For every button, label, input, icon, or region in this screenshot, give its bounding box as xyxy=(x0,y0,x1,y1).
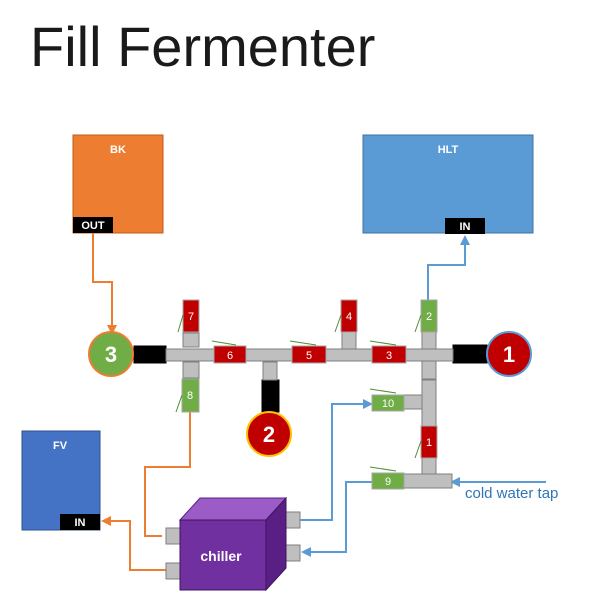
chiller-label: chiller xyxy=(200,548,242,564)
pump-1-label: 1 xyxy=(503,342,515,367)
chiller: chiller xyxy=(165,496,301,592)
pipe-segment xyxy=(182,361,200,379)
valve-4-label: 4 xyxy=(346,311,352,323)
pipe-segment xyxy=(403,394,423,410)
pump-1[interactable]: 1 xyxy=(486,331,532,377)
pipe-stub-pump3 xyxy=(133,345,167,364)
pipe-segment xyxy=(421,457,437,475)
valve-10-label: 10 xyxy=(382,398,394,410)
pipe-segment xyxy=(165,348,215,362)
pipe-network xyxy=(133,331,488,489)
valve-6[interactable]: 6 xyxy=(211,340,247,364)
tank-hlt-in-label: IN xyxy=(460,221,471,233)
tank-fv-in-label: IN xyxy=(75,517,86,529)
chiller-port xyxy=(165,527,181,545)
chiller-port xyxy=(285,544,301,562)
pipe-segment xyxy=(182,332,200,348)
valve-3-label: 3 xyxy=(386,350,392,362)
valve-9[interactable]: 9 xyxy=(369,466,405,490)
pipe-segment xyxy=(421,331,437,350)
tank-bk-label: BK xyxy=(110,144,126,156)
valve-10[interactable]: 10 xyxy=(369,388,405,412)
pipe-segment xyxy=(421,379,437,427)
chiller-port xyxy=(285,511,301,529)
pipe-segment xyxy=(404,348,454,362)
pipe-stub-pump2 xyxy=(261,379,280,413)
tank-fv-label: FV xyxy=(53,440,68,452)
valve-2[interactable]: 2 xyxy=(414,299,438,333)
line-valve9-to-chiller xyxy=(301,481,374,557)
line-chiller-to-valve10 xyxy=(300,399,373,521)
cold-water-tap-label: cold water tap xyxy=(465,485,558,502)
pump-3-label: 3 xyxy=(105,342,117,367)
tank-hlt: HLT IN xyxy=(362,134,534,234)
pump-2-label: 2 xyxy=(263,422,275,447)
valve-6-label: 6 xyxy=(227,350,233,362)
chiller-port xyxy=(165,562,181,580)
valve-8-label: 8 xyxy=(187,390,193,402)
pipe-segment xyxy=(245,348,293,362)
tank-fv: FV IN xyxy=(21,430,101,531)
pipe-segment xyxy=(341,331,357,350)
valve-1[interactable]: 1 xyxy=(414,425,438,459)
valve-1-label: 1 xyxy=(426,437,432,449)
valve-4[interactable]: 4 xyxy=(334,299,358,333)
valve-7-label: 7 xyxy=(188,311,194,323)
line-bk-to-pump3 xyxy=(92,233,117,335)
pipe-segment xyxy=(325,348,373,362)
valve-9-label: 9 xyxy=(385,476,391,488)
valve-5[interactable]: 5 xyxy=(289,340,327,364)
pipe-segment xyxy=(262,361,278,381)
pipe-segment xyxy=(403,473,453,489)
valve-5-label: 5 xyxy=(306,350,312,362)
pump-3[interactable]: 3 xyxy=(88,331,134,377)
line-valve2-to-hlt xyxy=(427,235,470,300)
valve-7[interactable]: 7 xyxy=(177,299,200,333)
page-title: Fill Fermenter xyxy=(30,15,376,78)
pump-2[interactable]: 2 xyxy=(246,411,292,457)
pipe-segment xyxy=(421,360,437,380)
tank-bk: BK OUT xyxy=(72,134,164,234)
tank-bk-out-label: OUT xyxy=(81,220,105,232)
pipe-stub-pump1 xyxy=(452,344,488,364)
valve-2-label: 2 xyxy=(426,311,432,323)
tank-hlt-label: HLT xyxy=(438,144,459,156)
valve-3[interactable]: 3 xyxy=(369,340,407,364)
line-chiller-to-fv xyxy=(101,516,166,571)
valve-8[interactable]: 8 xyxy=(175,378,200,413)
line-valve8-to-chiller xyxy=(144,412,191,537)
